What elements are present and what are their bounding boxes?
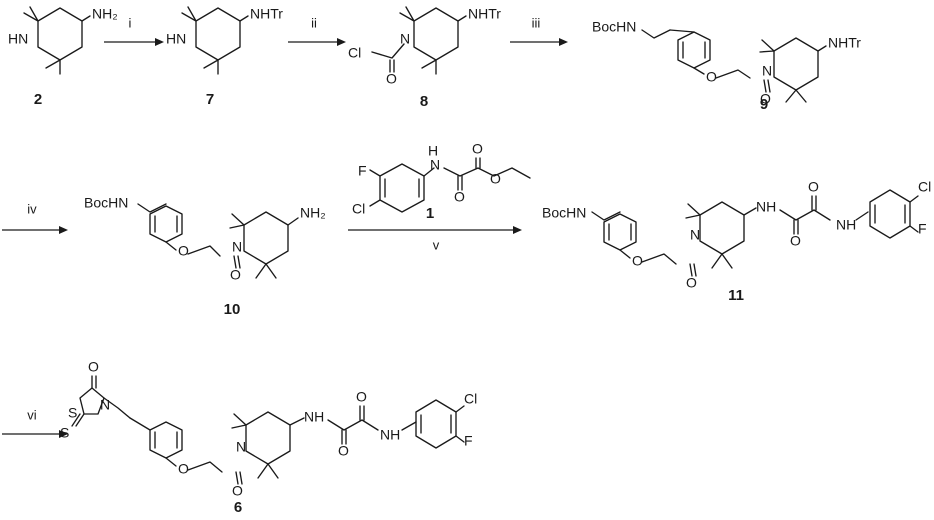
chloro-label: Cl — [352, 201, 365, 217]
compound-7: NHTr HN 7 — [166, 6, 283, 108]
step-label: ii — [311, 15, 317, 30]
ester-o-label: O — [490, 171, 501, 187]
amine-label: NH₂ — [300, 205, 326, 221]
oxo-label: O — [338, 443, 349, 459]
ether-o-label: O — [178, 243, 189, 259]
step-label: i — [129, 15, 132, 30]
compound-number: 2 — [34, 91, 42, 108]
compound-number: 1 — [426, 205, 434, 222]
step-label: v — [433, 237, 440, 252]
oxo-label: O — [356, 389, 367, 405]
chloro-label: Cl — [464, 391, 477, 407]
step-label: iv — [27, 201, 37, 216]
compound-1: H N F Cl O O O 1 — [352, 141, 531, 222]
ether-o-label: O — [706, 69, 717, 85]
ring-n-label: N — [400, 31, 410, 47]
compound-number: 11 — [728, 287, 744, 304]
compound-6: O S N S O O N NH O O NH Cl F 6 — [60, 359, 477, 516]
ring-n-label: N — [232, 239, 242, 255]
fluoro-label: F — [358, 163, 367, 179]
thiaz-o-label: O — [88, 359, 99, 375]
compound-number: 10 — [224, 301, 241, 318]
arrow-step-vi: vi — [2, 407, 68, 438]
oxo-label: O — [454, 189, 465, 205]
amine-label: NHTr — [250, 6, 283, 22]
chloro-label: Cl — [348, 45, 361, 61]
amide-nh-label: NH — [756, 199, 776, 215]
arrow-step-iv: iv — [2, 201, 68, 234]
ether-o-label: O — [632, 253, 643, 269]
compound-number: 9 — [760, 96, 768, 113]
thione-s-label: S — [60, 425, 69, 441]
step-label: iii — [532, 15, 541, 30]
carbonyl-o-label: O — [232, 483, 243, 499]
carbonyl-o-label: O — [386, 71, 397, 87]
arrow-step-ii: ii — [288, 15, 346, 46]
amide-nh-label: NH — [836, 217, 856, 233]
compound-number: 7 — [206, 91, 214, 108]
amine-label: NHTr — [828, 35, 861, 51]
arrow-step-i: i — [104, 15, 164, 46]
boc-label: BocHN — [84, 195, 128, 211]
fluoro-label: F — [918, 221, 927, 237]
thiaz-s-label: S — [68, 405, 77, 421]
ring-n-label: N — [690, 227, 700, 243]
compound-8: NHTr N Cl O 8 — [348, 6, 501, 110]
compound-9: BocHN O O N NHTr 9 — [592, 19, 861, 113]
compound-number: 8 — [420, 93, 428, 110]
nh-h-label: H — [428, 143, 438, 159]
ring-nh-label: HN — [8, 31, 28, 47]
amide-nh-label: NH — [304, 409, 324, 425]
carbonyl-o-label: O — [686, 275, 697, 291]
amide-nh-label: NH — [380, 427, 400, 443]
ring-n-label: N — [236, 439, 246, 455]
thiaz-n-label: N — [100, 397, 110, 413]
nh-n-label: N — [430, 157, 440, 173]
compound-2: NH₂ HN 2 — [8, 6, 118, 108]
compound-number: 6 — [234, 499, 242, 516]
oxo-label: O — [472, 141, 483, 157]
ring-nh-label: HN — [166, 31, 186, 47]
oxo-label: O — [790, 233, 801, 249]
arrow-step-v: v — [348, 226, 522, 252]
chloro-label: Cl — [918, 179, 931, 195]
step-label: vi — [27, 407, 37, 422]
amine-label: NHTr — [468, 6, 501, 22]
arrow-step-iii: iii — [510, 15, 568, 46]
boc-label: BocHN — [592, 19, 636, 35]
fluoro-label: F — [464, 433, 473, 449]
boc-label: BocHN — [542, 205, 586, 221]
compound-11: BocHN O O N NH O O NH Cl F 11 — [542, 179, 931, 304]
compound-10: BocHN O O N NH₂ 10 — [84, 195, 326, 318]
ring-n-label: N — [762, 63, 772, 79]
ether-o-label: O — [178, 461, 189, 477]
oxo-label: O — [808, 179, 819, 195]
carbonyl-o-label: O — [230, 267, 241, 283]
carbonyl-o-label: O — [760, 91, 771, 107]
amine-label: NH₂ — [92, 6, 118, 22]
